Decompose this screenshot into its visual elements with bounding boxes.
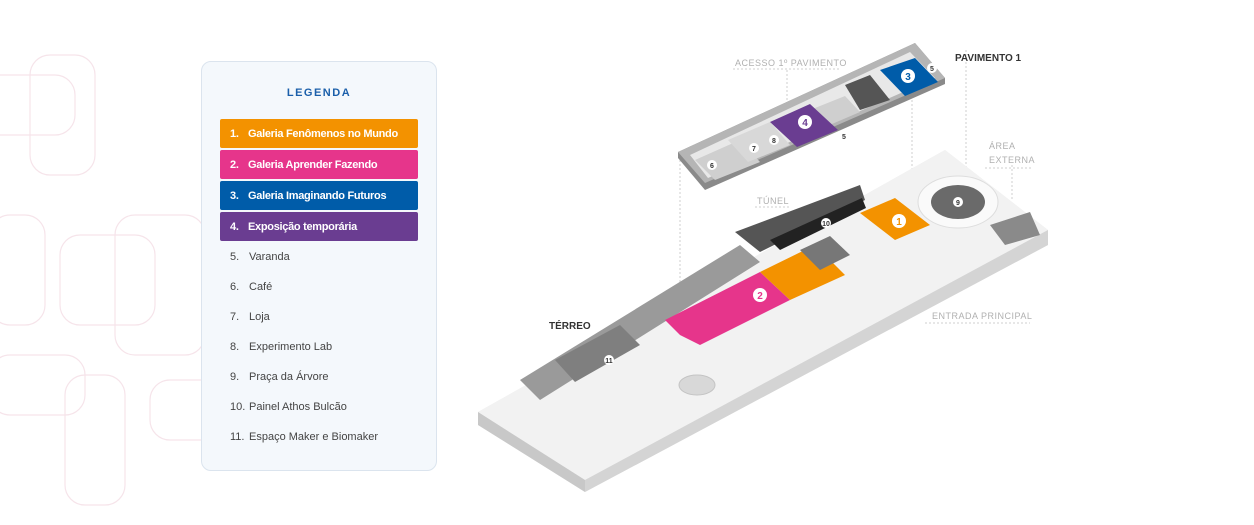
- legend-item-number: 11.: [230, 431, 245, 443]
- legend-item-label: Exposição temporária: [248, 220, 357, 233]
- legend-item-label: Experimento Lab: [249, 341, 333, 353]
- svg-text:4: 4: [802, 118, 808, 129]
- svg-text:7: 7: [752, 146, 756, 153]
- legend-item-exposicao-temporaria[interactable]: 4. Exposição temporária: [220, 212, 418, 241]
- legend-item-espaco-maker: 11. Espaço Maker e Biomaker: [230, 431, 378, 443]
- legend-item-number: 6.: [230, 281, 240, 293]
- marker-6[interactable]: 6: [707, 160, 717, 170]
- legend-item-experimento-lab: 8. Experimento Lab: [230, 341, 332, 353]
- legend-item-number: 10.: [230, 401, 246, 413]
- legend-item-number: 2.: [230, 158, 239, 171]
- legend-item-label: Varanda: [249, 251, 290, 263]
- legend-item-number: 5.: [230, 251, 240, 263]
- marker-5a[interactable]: 5: [927, 63, 937, 73]
- marker-11[interactable]: 11: [604, 355, 614, 365]
- legend-item-cafe: 6. Café: [230, 281, 272, 293]
- marker-2[interactable]: 2: [753, 288, 767, 302]
- area-externa-label-1: ÁREA: [989, 141, 1016, 151]
- marker-8[interactable]: 8: [769, 135, 779, 145]
- marker-9[interactable]: 9: [953, 197, 963, 207]
- svg-text:9: 9: [956, 200, 960, 207]
- marker-10[interactable]: 10: [821, 218, 831, 228]
- legend-item-number: 3.: [230, 189, 239, 202]
- legend-item-praca-arvore: 9. Praça da Árvore: [230, 371, 328, 383]
- legend-item-label: Café: [249, 281, 273, 293]
- marker-1[interactable]: 1: [892, 214, 906, 228]
- marker-3[interactable]: 3: [901, 69, 915, 83]
- svg-text:2: 2: [757, 291, 763, 302]
- legend-item-label: Praça da Árvore: [249, 371, 329, 383]
- area-externa-label-2: EXTERNA: [989, 155, 1035, 165]
- legend-item-label: Galeria Imaginando Futuros: [248, 189, 387, 202]
- legend-item-label: Painel Athos Bulcão: [249, 401, 347, 413]
- svg-text:1: 1: [896, 217, 902, 228]
- legend-item-galeria-fenomenos[interactable]: 1. Galeria Fenômenos no Mundo: [220, 119, 418, 148]
- legend-item-galeria-imaginando[interactable]: 3. Galeria Imaginando Futuros: [220, 181, 418, 210]
- floor-1-title: PAVIMENTO 1: [955, 53, 1022, 64]
- legend-item-label: Galeria Fenômenos no Mundo: [248, 127, 398, 140]
- svg-text:3: 3: [905, 72, 911, 83]
- legend-item-number: 1.: [230, 127, 239, 140]
- marker-7[interactable]: 7: [749, 143, 759, 153]
- legend-item-number: 8.: [230, 341, 240, 353]
- acesso-label: ACESSO 1º PAVIMENTO: [735, 58, 847, 68]
- svg-text:5: 5: [842, 134, 846, 141]
- legend-item-painel-athos: 10.Painel Athos Bulcão: [230, 401, 347, 413]
- ground-floor-title: TÉRREO: [549, 319, 591, 332]
- svg-text:8: 8: [772, 138, 776, 145]
- legend-item-number: 7.: [230, 311, 240, 323]
- marker-4[interactable]: 4: [798, 115, 812, 129]
- legend-title: LEGENDA: [286, 87, 352, 99]
- svg-text:5: 5: [930, 66, 934, 73]
- legend-item-label: Loja: [249, 311, 270, 323]
- tunel-label: TÚNEL: [757, 196, 789, 206]
- map-markers: 1 2 3 4 5 5 6 7 8 9 10 11: [604, 63, 963, 365]
- legend-item-loja: 7. Loja: [230, 311, 270, 323]
- legend-item-label: Galeria Aprender Fazendo: [248, 158, 378, 171]
- svg-text:10: 10: [822, 221, 830, 228]
- ground-floor: [478, 150, 1048, 492]
- legend-item-number: 9.: [230, 371, 240, 383]
- svg-text:11: 11: [605, 358, 613, 365]
- legend-item-number: 4.: [230, 220, 239, 233]
- svg-text:6: 6: [710, 163, 714, 170]
- legend-item-varanda: 5. Varanda: [230, 251, 290, 263]
- legend-item-galeria-aprender[interactable]: 2. Galeria Aprender Fazendo: [220, 150, 418, 179]
- legend-item-label: Espaço Maker e Biomaker: [249, 431, 378, 443]
- marker-5b[interactable]: 5: [839, 131, 849, 141]
- entrada-principal-label: ENTRADA PRINCIPAL: [932, 311, 1032, 321]
- legend-panel: LEGENDA 1. Galeria Fenômenos no Mundo 2. G…: [201, 61, 437, 471]
